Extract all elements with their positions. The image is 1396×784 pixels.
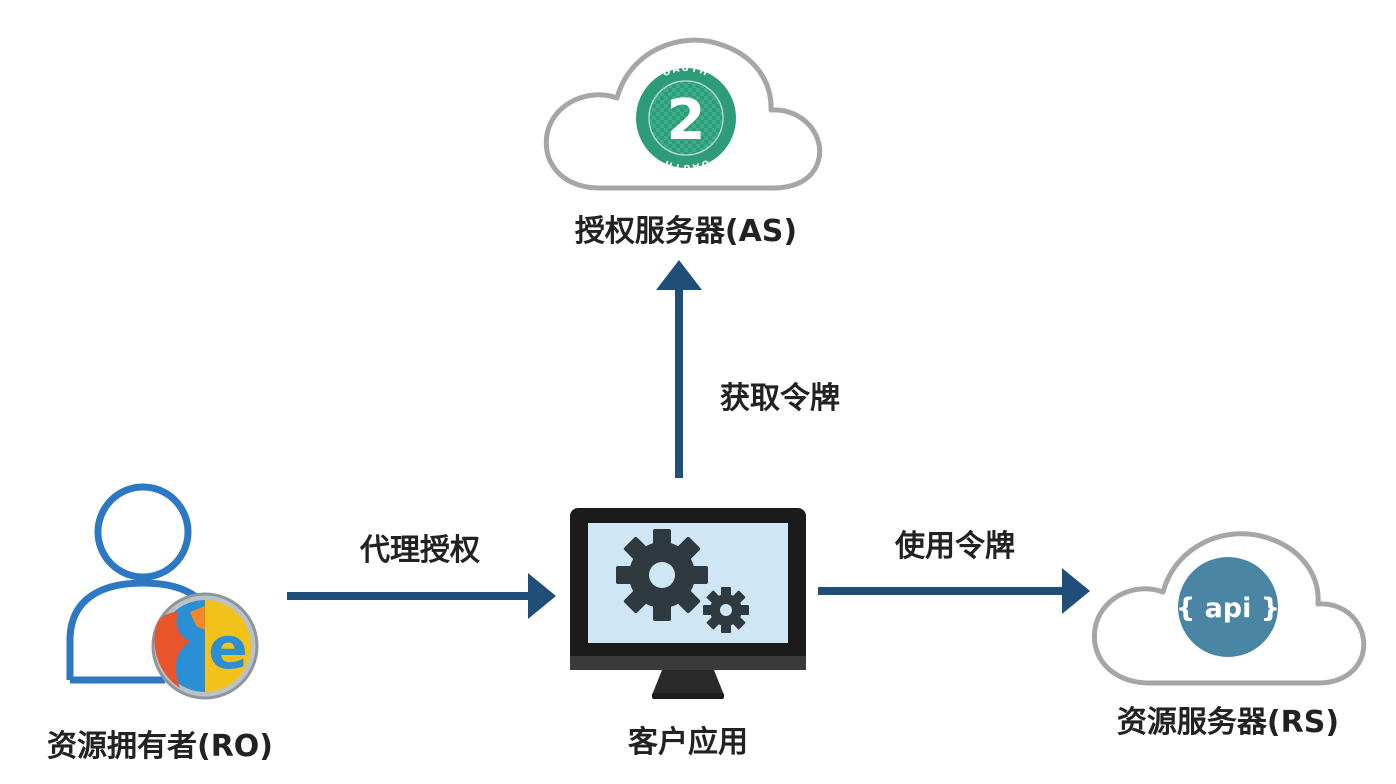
auth-server-label: 授权服务器(AS) <box>575 214 797 249</box>
resource-server-label: 资源服务器(RS) <box>1117 705 1339 740</box>
oauth2-badge: OAUTH OAUTH 2 <box>636 64 736 172</box>
client-app-label: 客户应用 <box>628 725 748 760</box>
api-badge-text: { api } <box>1176 593 1280 624</box>
oauth-ring-text-bottom: OAUTH <box>662 157 711 172</box>
client-app-node: 客户应用 <box>570 508 806 760</box>
resource-owner-node: e 资源拥有者(RO) <box>47 483 273 764</box>
api-badge: { api } <box>1176 557 1280 657</box>
get-token-label: 获取令牌 <box>720 381 840 416</box>
svg-text:e: e <box>208 614 247 682</box>
gears-icon <box>616 529 749 633</box>
browser-icon: e <box>151 592 259 700</box>
auth-server-node: OAUTH OAUTH 2 授权服务器(AS) <box>543 37 823 249</box>
oauth-badge-number: 2 <box>667 88 706 153</box>
use-token-label: 使用令牌 <box>894 529 1015 564</box>
delegate-arrow <box>287 573 556 619</box>
resource-owner-label: 资源拥有者(RO) <box>47 729 273 764</box>
get-token-arrow <box>656 260 702 478</box>
use-token-arrow <box>818 568 1090 614</box>
delegate-label: 代理授权 <box>359 533 480 568</box>
resource-server-node: { api } 资源服务器(RS) <box>1092 531 1367 740</box>
